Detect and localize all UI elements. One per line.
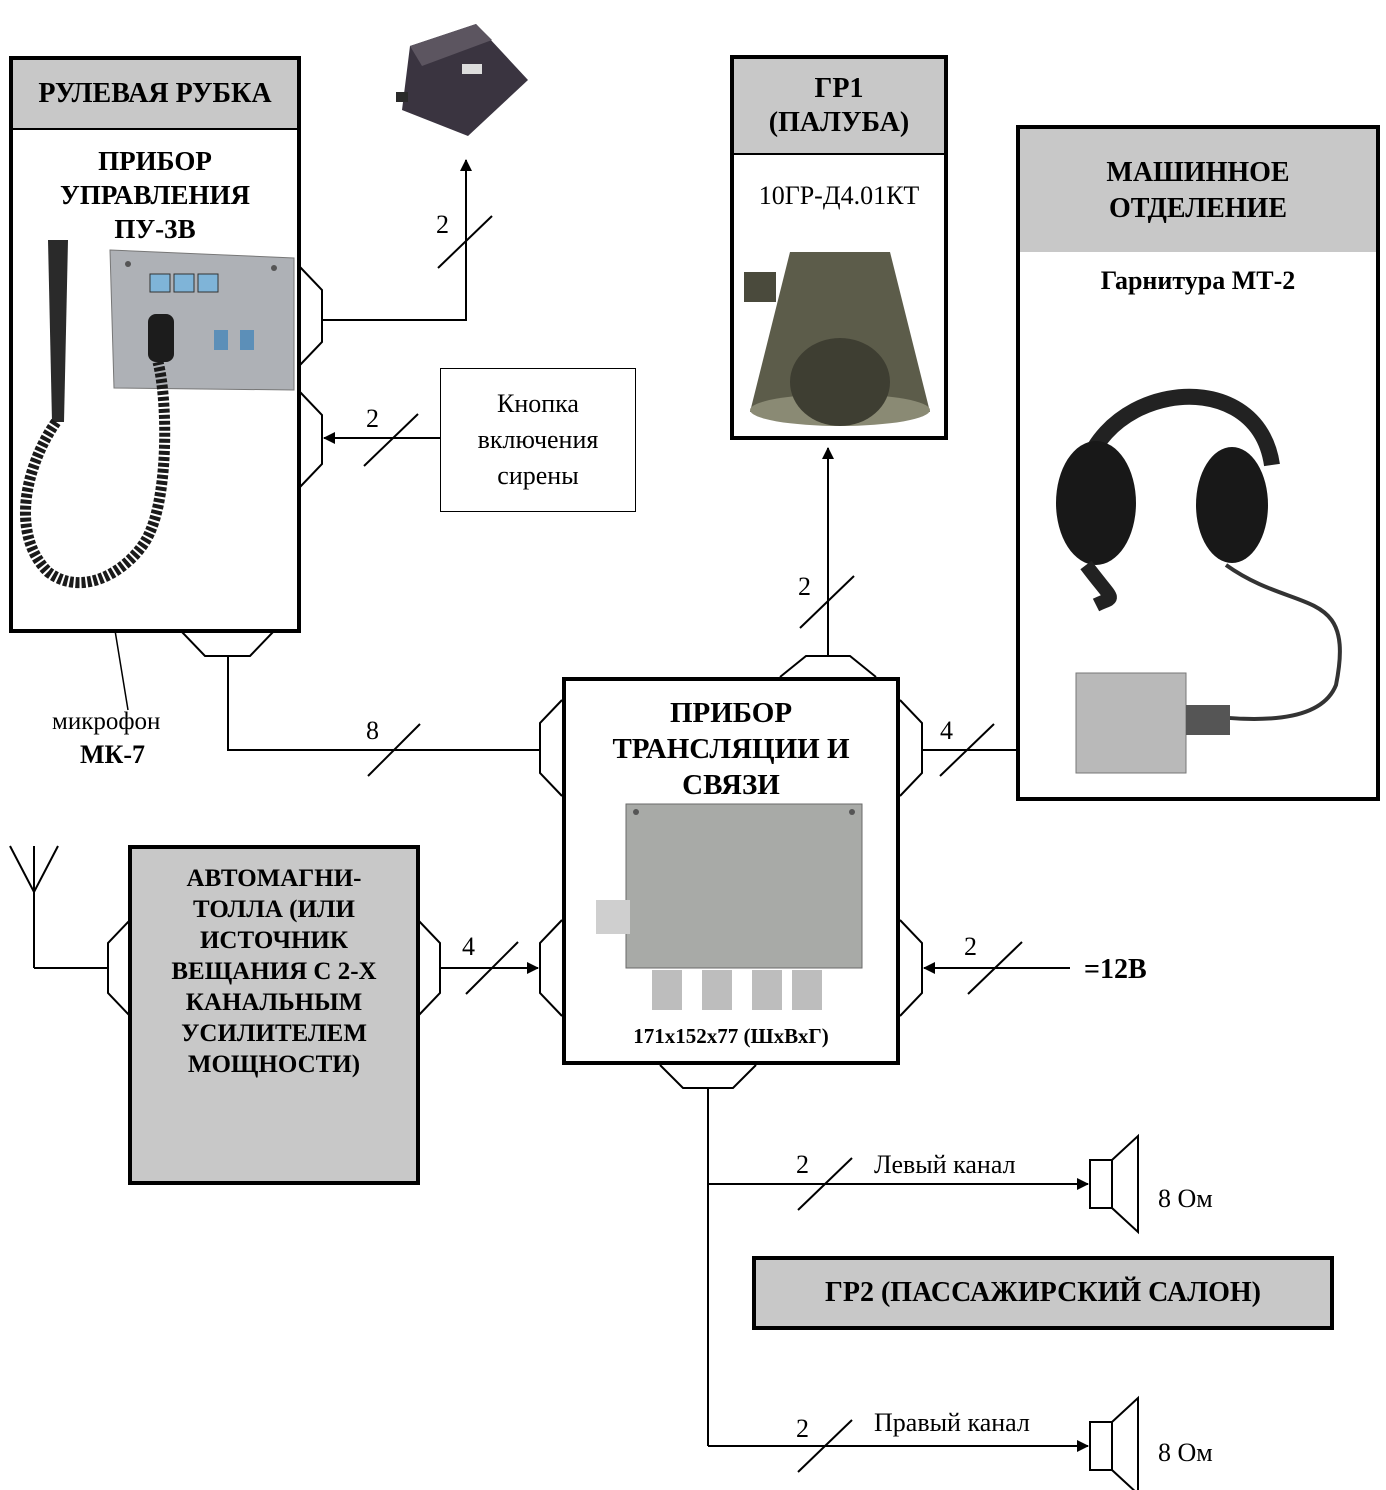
connector-source-left xyxy=(107,919,131,1017)
wire-count-loudspeaker: 2 xyxy=(436,210,449,239)
wire-control-main xyxy=(227,656,540,751)
siren-button-box: Кнопка включения сирены xyxy=(440,368,636,512)
connector-main-right-bottom xyxy=(899,919,923,1017)
headset-label: Гарнитура МТ-2 xyxy=(1100,266,1296,295)
horn-speaker-photo xyxy=(744,252,930,426)
source-title: АВТОМАГНИ-ТОЛЛА (ИЛИ ИСТОЧНИК ВЕЩАНИЯ С … xyxy=(171,865,377,1078)
loudspeaker-photo xyxy=(396,24,528,136)
antenna-icon xyxy=(9,845,59,968)
source-panel: АВТОМАГНИ-ТОЛЛА (ИЛИ ИСТОЧНИК ВЕЩАНИЯ С … xyxy=(128,845,420,1185)
headset-photo xyxy=(1056,388,1342,774)
speaker-left-icon xyxy=(1089,1133,1139,1235)
deck-title: ГР1 (ПАЛУБА) xyxy=(734,59,944,155)
salon-title: ГР2 (ПАССАЖИРСКИЙ САЛОН) xyxy=(752,1256,1334,1330)
microphone-model: МК-7 xyxy=(80,740,146,769)
wire-count-left: 2 xyxy=(796,1150,809,1179)
control-device-photo xyxy=(20,240,295,589)
connector-main-bottom xyxy=(659,1064,757,1089)
wire-count-right: 2 xyxy=(796,1414,809,1443)
connector-control-right-top xyxy=(299,266,323,366)
main-unit-photo xyxy=(596,803,863,1010)
control-device-title: ПРИБОР УПРАВЛЕНИЯ ПУ-3В xyxy=(60,146,250,244)
main-unit-dimensions: 171x152x77 (ШхВхГ) xyxy=(633,1024,829,1048)
connector-main-left-top xyxy=(539,699,563,797)
right-impedance-label: 8 Ом xyxy=(1158,1438,1213,1467)
left-channel-label: Левый канал xyxy=(874,1150,1016,1179)
wire-count-source: 4 xyxy=(462,932,475,961)
connector-main-left-bottom xyxy=(539,919,563,1017)
microphone-caption: микрофон xyxy=(52,708,161,735)
wire-count-deck: 2 xyxy=(798,572,811,601)
wheelhouse-title: РУЛЕВАЯ РУБКА xyxy=(13,60,297,130)
speaker-right-icon xyxy=(1089,1395,1139,1490)
connector-main-right-top xyxy=(899,699,923,797)
wire-count-control: 8 xyxy=(366,716,379,745)
connector-control-right-mid xyxy=(299,391,323,488)
right-channel-label: Правый канал xyxy=(874,1408,1030,1437)
siren-button-label: Кнопка включения сирены xyxy=(477,389,599,490)
deck-speaker-model: 10ГР-Д4.01КТ xyxy=(758,181,920,210)
main-unit-title: ПРИБОР ТРАНСЛЯЦИИ И СВЯЗИ xyxy=(612,697,850,801)
power-label: =12В xyxy=(1084,954,1147,985)
connector-source-right xyxy=(417,919,441,1017)
engine-room-title: МАШИННОЕ ОТДЕЛЕНИЕ xyxy=(1020,129,1376,252)
wire-count-power: 2 xyxy=(964,932,977,961)
left-impedance-label: 8 Ом xyxy=(1158,1184,1213,1213)
connector-control-bottom xyxy=(181,631,274,657)
wire-loudspeaker xyxy=(322,159,472,321)
connector-main-top xyxy=(779,655,877,678)
wire-count-engine: 4 xyxy=(940,716,953,745)
wire-count-siren: 2 xyxy=(366,404,379,433)
